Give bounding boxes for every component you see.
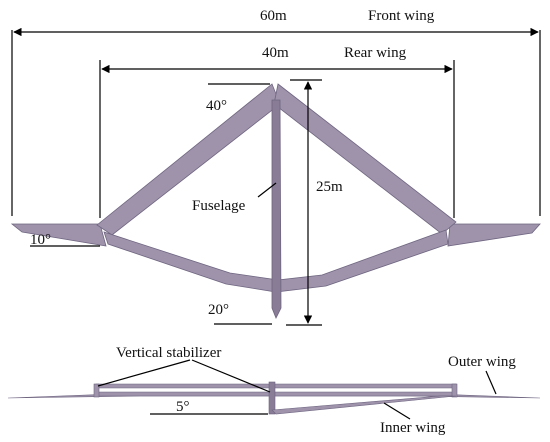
text-labels: 60m Front wing 40m Rear wing 40° Fuselag… (30, 8, 516, 436)
rear-wing-right (275, 229, 449, 293)
vertical-stabilizer-right (451, 383, 458, 398)
fuselage-body (271, 99, 282, 319)
side-top-rail (95, 383, 457, 389)
stabilizer-leader-right (191, 359, 271, 393)
side-angle-label: 5° (176, 399, 190, 415)
front-wing-left (96, 83, 281, 236)
side-lower-rail (95, 391, 457, 397)
outer-wing-right (447, 223, 541, 247)
inner-wing-leader (383, 402, 411, 420)
vertical-stabilizer-label: Vertical stabilizer (116, 345, 221, 361)
top-view (10, 83, 541, 319)
front-span-label: 60m (260, 8, 287, 24)
stabilizer-leader-left (97, 359, 191, 387)
length-label: 25m (316, 179, 343, 195)
front-wing-label: Front wing (368, 8, 435, 24)
fuselage-label: Fuselage (192, 198, 246, 214)
rear-wing-left (103, 231, 279, 293)
inner-wing-label: Inner wing (380, 420, 446, 436)
annotations (11, 27, 541, 420)
fuselage-leader (257, 182, 277, 198)
rear-angle-label: 20° (208, 302, 229, 318)
rear-span-label: 40m (262, 45, 289, 61)
side-view (7, 381, 541, 415)
front-wing-right (273, 83, 457, 235)
rear-wing-label: Rear wing (344, 45, 407, 61)
vertical-stabilizer-left (93, 383, 100, 398)
vertical-stabilizer-center (268, 381, 276, 415)
outer-wing-leader (485, 370, 497, 395)
side-inner-wing (271, 395, 457, 415)
front-sweep-angle-label: 40° (206, 98, 227, 114)
dihedral-angle-label: 10° (30, 232, 51, 248)
outer-wing-label: Outer wing (448, 354, 516, 370)
outer-wing-left (10, 223, 107, 247)
